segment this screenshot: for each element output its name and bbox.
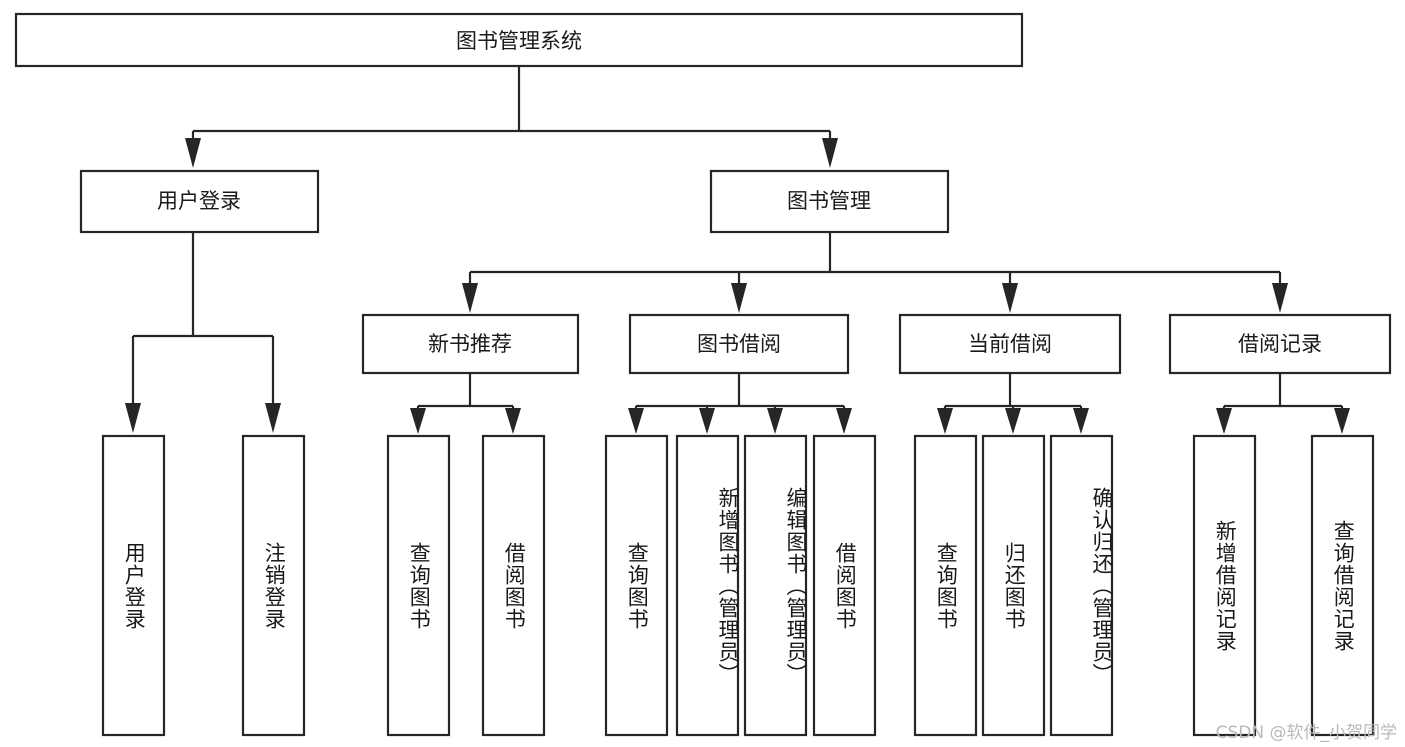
- node-book-manage[interactable]: 图书管理: [709, 169, 950, 234]
- arrowhead-leaf-logout: [265, 403, 281, 433]
- node-root-box[interactable]: [14, 12, 1024, 68]
- node-leaf-add-book-box[interactable]: [675, 434, 740, 737]
- node-user-login[interactable]: 用户登录: [79, 169, 320, 234]
- node-leaf-confirm-return-box[interactable]: [1049, 434, 1114, 737]
- arrowhead-borrow-book-1: [505, 408, 521, 434]
- node-leaf-edit-book-box[interactable]: [743, 434, 808, 737]
- node-leaf-query-book-3-box[interactable]: [913, 434, 978, 737]
- node-leaf-add-record-box[interactable]: [1192, 434, 1257, 737]
- arrowhead-book-borrow: [731, 283, 747, 313]
- arrowhead-confirm-return: [1073, 408, 1089, 434]
- arrowhead-user-login: [185, 138, 201, 168]
- arrowhead-borrow-record: [1272, 283, 1288, 313]
- arrowhead-new-book-rec: [462, 283, 478, 313]
- node-book-borrow[interactable]: 图书借阅: [628, 313, 850, 375]
- node-leaf-query-book-2-box[interactable]: [604, 434, 669, 737]
- node-root-label: 图书管理系统: [456, 29, 582, 53]
- arrowhead-query-record: [1334, 408, 1350, 434]
- arrowhead-query-book-1: [410, 408, 426, 434]
- node-leaf-logout-login-box[interactable]: [241, 434, 306, 737]
- node-leaf-query-record-box[interactable]: [1310, 434, 1375, 737]
- node-leaf-query-book-1-box[interactable]: [386, 434, 451, 737]
- connector-group-bookborrow-to-leaves: [628, 373, 852, 434]
- node-borrow-record-label: 借阅记录: [1238, 332, 1322, 356]
- connector-group-currentborrow-to-leaves: [937, 373, 1089, 434]
- node-user-login-label: 用户登录: [157, 189, 241, 213]
- arrowhead-add-record: [1216, 408, 1232, 434]
- node-root[interactable]: 图书管理系统: [14, 12, 1024, 68]
- csdn-watermark: CSDN @软件_小贺同学: [1215, 723, 1397, 743]
- node-current-borrow[interactable]: 当前借阅: [898, 313, 1122, 375]
- node-leaf-user-login-box[interactable]: [101, 434, 166, 737]
- connector-group-userlogin-to-leaves: [125, 232, 281, 433]
- node-book-borrow-box[interactable]: [628, 313, 850, 375]
- node-new-book-rec-label: 新书推荐: [428, 332, 512, 356]
- connector-group-newbook-to-leaves: [410, 373, 521, 434]
- arrowhead-borrow-book-2: [836, 408, 852, 434]
- node-book-manage-label: 图书管理: [787, 189, 871, 213]
- arrowhead-query-book-2: [628, 408, 644, 434]
- node-borrow-record[interactable]: 借阅记录: [1168, 313, 1392, 375]
- arrowhead-current-borrow: [1002, 283, 1018, 313]
- connector-group-bookmanage-to-level3: [462, 232, 1288, 313]
- node-current-borrow-box[interactable]: [898, 313, 1122, 375]
- node-current-borrow-label: 当前借阅: [968, 332, 1052, 356]
- arrowhead-book-manage: [822, 138, 838, 168]
- node-book-borrow-label: 图书借阅: [697, 332, 781, 356]
- node-new-book-rec[interactable]: 新书推荐: [361, 313, 580, 375]
- arrowhead-add-book: [699, 408, 715, 434]
- arrowhead-query-book-3: [937, 408, 953, 434]
- arrowhead-return-book: [1005, 408, 1021, 434]
- arrowhead-edit-book: [767, 408, 783, 434]
- node-leaf-borrow-book-2-box[interactable]: [812, 434, 877, 737]
- node-user-login-box[interactable]: [79, 169, 320, 234]
- node-leaf-return-book-box[interactable]: [981, 434, 1046, 737]
- node-new-book-rec-box[interactable]: [361, 313, 580, 375]
- connector-group-root-to-level2: [185, 66, 838, 168]
- node-leaf-borrow-book-1-box[interactable]: [481, 434, 546, 737]
- connector-group-borrowrecord-to-leaves: [1216, 373, 1350, 434]
- node-borrow-record-box[interactable]: [1168, 313, 1392, 375]
- node-book-manage-box[interactable]: [709, 169, 950, 234]
- arrowhead-leaf-user-login: [125, 403, 141, 433]
